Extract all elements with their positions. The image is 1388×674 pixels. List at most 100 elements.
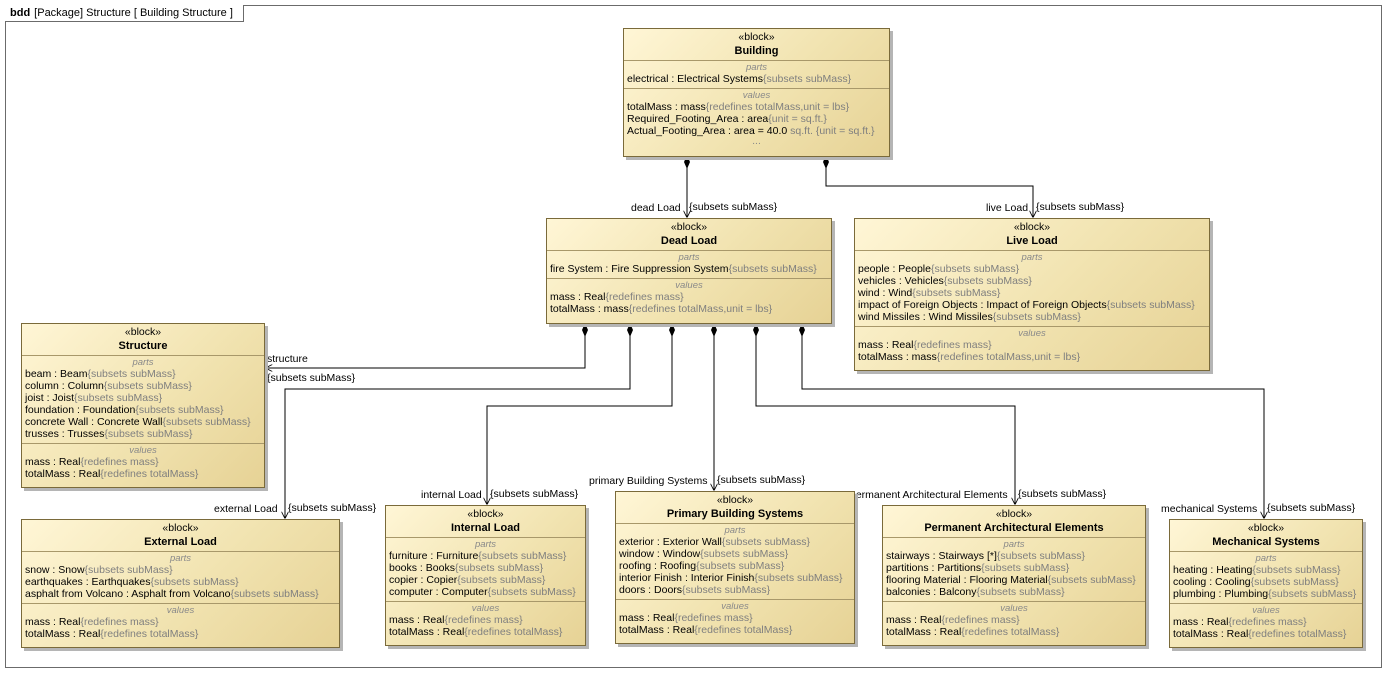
part-row[interactable]: partitions : Partitions{subsets subMass}	[886, 562, 1142, 574]
composite-diamond	[753, 323, 759, 337]
value-text: Actual_Footing_Area : area = 40.0	[627, 125, 788, 137]
part-row[interactable]: interior Finish : Interior Finish{subset…	[619, 572, 851, 584]
block-building[interactable]: «block» Building parts electrical : Elec…	[623, 28, 890, 157]
value-row[interactable]: Required_Footing_Area : area{unit = sq.f…	[627, 113, 886, 125]
part-constraint: {subsets subMass}	[981, 562, 1070, 574]
part-row[interactable]: copier : Copier{subsets subMass}	[389, 574, 582, 586]
block-header: «block» Permanent Architectural Elements	[883, 506, 1145, 537]
part-row[interactable]: earthquakes : Earthquakes{subsets subMas…	[25, 576, 336, 588]
part-row[interactable]: computer : Computer{subsets subMass}	[389, 586, 582, 598]
value-constraint: sq.ft. {unit = sq.ft.}	[787, 125, 875, 137]
connector-dead-load-structure[interactable]	[266, 330, 586, 368]
block-stereotype: «block»	[124, 326, 162, 338]
block-header: «block» Dead Load	[547, 219, 831, 250]
part-row[interactable]: window : Window{subsets subMass}	[619, 548, 851, 560]
part-row[interactable]: asphalt from Volcano : Asphalt from Volc…	[25, 588, 336, 600]
part-constraint: {subsets subMass}	[150, 576, 239, 588]
value-constraint: {redefines totalMass}	[100, 468, 199, 480]
value-row[interactable]: mass : Real{redefines mass}	[25, 456, 261, 468]
part-row[interactable]: concrete Wall : Concrete Wall{subsets su…	[25, 416, 261, 428]
block-external-load[interactable]: «block» External Load parts snow : Snow{…	[21, 519, 340, 648]
part-row[interactable]: exterior : Exterior Wall{subsets subMass…	[619, 536, 851, 548]
block-header: «block» Primary Building Systems	[616, 492, 854, 523]
value-row[interactable]: totalMass : Real{redefines totalMass}	[25, 468, 261, 480]
part-row[interactable]: books : Books{subsets subMass}	[389, 562, 582, 574]
part-row[interactable]: balconies : Balcony{subsets subMass}	[886, 586, 1142, 598]
value-text: mass : Real	[858, 339, 914, 351]
value-constraint: {redefines totalMass}	[961, 626, 1060, 638]
part-text: people : People	[858, 263, 931, 275]
value-row[interactable]: mass : Real{redefines mass}	[619, 612, 851, 624]
block-primary-building-systems[interactable]: «block» Primary Building Systems parts e…	[615, 491, 855, 644]
block-mechanical-systems[interactable]: «block» Mechanical Systems parts heating…	[1169, 519, 1363, 648]
connector-building-live-load[interactable]	[825, 162, 1033, 217]
part-row[interactable]: trusses : Trusses{subsets subMass}	[25, 428, 261, 440]
value-row[interactable]: mass : Real{redefines mass}	[886, 614, 1142, 626]
part-row[interactable]: vehicles : Vehicles{subsets subMass}	[858, 275, 1206, 287]
part-row[interactable]: furniture : Furniture{subsets subMass}	[389, 550, 582, 562]
part-row[interactable]: roofing : Roofing{subsets subMass}	[619, 560, 851, 572]
value-row[interactable]: mass : Real{redefines mass}	[1173, 616, 1359, 628]
part-row[interactable]: people : People{subsets subMass}	[858, 263, 1206, 275]
part-row[interactable]: impact of Foreign Objects : Impact of Fo…	[858, 299, 1206, 311]
value-constraint: {redefines mass}	[444, 614, 523, 626]
part-row[interactable]: beam : Beam{subsets subMass}	[25, 368, 261, 380]
block-structure[interactable]: «block» Structure parts beam : Beam{subs…	[21, 323, 265, 488]
value-row[interactable]: totalMass : Real{redefines totalMass}	[389, 626, 582, 638]
block-name: Live Load	[1006, 235, 1058, 247]
value-constraint: {redefines mass}	[674, 612, 753, 624]
part-row[interactable]: foundation : Foundation{subsets subMass}	[25, 404, 261, 416]
value-row[interactable]: totalMass : mass{redefines totalMass,uni…	[858, 351, 1206, 363]
part-row[interactable]: electrical : Electrical Systems{subsets …	[627, 73, 886, 85]
values-compartment: values mass : Real{redefines mass} total…	[22, 443, 264, 483]
value-row[interactable]: totalMass : mass{redefines totalMass,uni…	[627, 101, 886, 113]
part-row[interactable]: wind Missiles : Wind Missiles{subsets su…	[858, 311, 1206, 323]
connector-dead-load-mechanical-systems[interactable]	[801, 330, 1264, 518]
value-row[interactable]: totalMass : Real{redefines totalMass}	[25, 628, 336, 640]
part-row[interactable]: cooling : Cooling{subsets subMass}	[1173, 576, 1359, 588]
value-row[interactable]: mass : Real{redefines mass}	[550, 291, 828, 303]
compartment-title: values	[1018, 328, 1046, 339]
part-row[interactable]: doors : Doors{subsets subMass}	[619, 584, 851, 596]
connector-dead-load-permanent-architectural-elements[interactable]	[755, 330, 1015, 504]
values-compartment: values totalMass : mass{redefines totalM…	[624, 88, 889, 149]
part-text: column : Column	[25, 380, 104, 392]
parts-compartment: parts heating : Heating{subsets subMass}…	[1170, 551, 1362, 603]
part-row[interactable]: wind : Wind{subsets subMass}	[858, 287, 1206, 299]
part-row[interactable]: plumbing : Plumbing{subsets subMass}	[1173, 588, 1359, 600]
part-row[interactable]: fire System : Fire Suppression System{su…	[550, 263, 828, 275]
values-compartment: values mass : Real{redefines mass} total…	[22, 603, 339, 643]
role-label-mechanical-systems: mechanical Systems	[1161, 503, 1258, 515]
value-row[interactable]: mass : Real{redefines mass}	[858, 339, 1206, 351]
part-row[interactable]: stairways : Stairways [*]{subsets subMas…	[886, 550, 1142, 562]
role-label-dead-load: dead Load	[631, 202, 681, 214]
part-row[interactable]: column : Column{subsets subMass}	[25, 380, 261, 392]
compartment-title: parts	[1021, 252, 1043, 263]
value-row[interactable]: Actual_Footing_Area : area = 40.0 sq.ft.…	[627, 125, 886, 137]
part-text: foundation : Foundation	[25, 404, 136, 416]
value-row[interactable]: totalMass : Real{redefines totalMass}	[619, 624, 851, 636]
part-row[interactable]: heating : Heating{subsets subMass}	[1173, 564, 1359, 576]
part-row[interactable]: joist : Joist{subsets subMass}	[25, 392, 261, 404]
values-compartment: values mass : Real{redefines mass} total…	[1170, 603, 1362, 643]
part-row[interactable]: snow : Snow{subsets subMass}	[25, 564, 336, 576]
block-stereotype: «block»	[738, 31, 775, 43]
value-row[interactable]: totalMass : Real{redefines totalMass}	[886, 626, 1142, 638]
value-row[interactable]: totalMass : mass{redefines totalMass,uni…	[550, 303, 828, 315]
connector-dead-load-internal-load[interactable]	[487, 330, 673, 504]
block-stereotype: «block»	[670, 221, 708, 233]
role-constraint-dead-load: {subsets subMass}	[689, 201, 778, 213]
composite-diamond	[823, 155, 829, 169]
part-text: earthquakes : Earthquakes	[25, 576, 151, 588]
block-live-load[interactable]: «block» Live Load parts people : People{…	[854, 218, 1210, 371]
value-row[interactable]: mass : Real{redefines mass}	[25, 616, 336, 628]
block-dead-load[interactable]: «block» Dead Load parts fire System : Fi…	[546, 218, 832, 324]
connector-dead-load-external-load[interactable]	[285, 330, 631, 518]
value-constraint: {redefines mass}	[605, 291, 684, 303]
value-row[interactable]: totalMass : Real{redefines totalMass}	[1173, 628, 1359, 640]
part-row[interactable]: flooring Material : Flooring Material{su…	[886, 574, 1142, 586]
compartment-title: parts	[1003, 539, 1025, 550]
block-permanent-architectural-elements[interactable]: «block» Permanent Architectural Elements…	[882, 505, 1146, 646]
block-internal-load[interactable]: «block» Internal Load parts furniture : …	[385, 505, 586, 646]
value-row[interactable]: mass : Real{redefines mass}	[389, 614, 582, 626]
